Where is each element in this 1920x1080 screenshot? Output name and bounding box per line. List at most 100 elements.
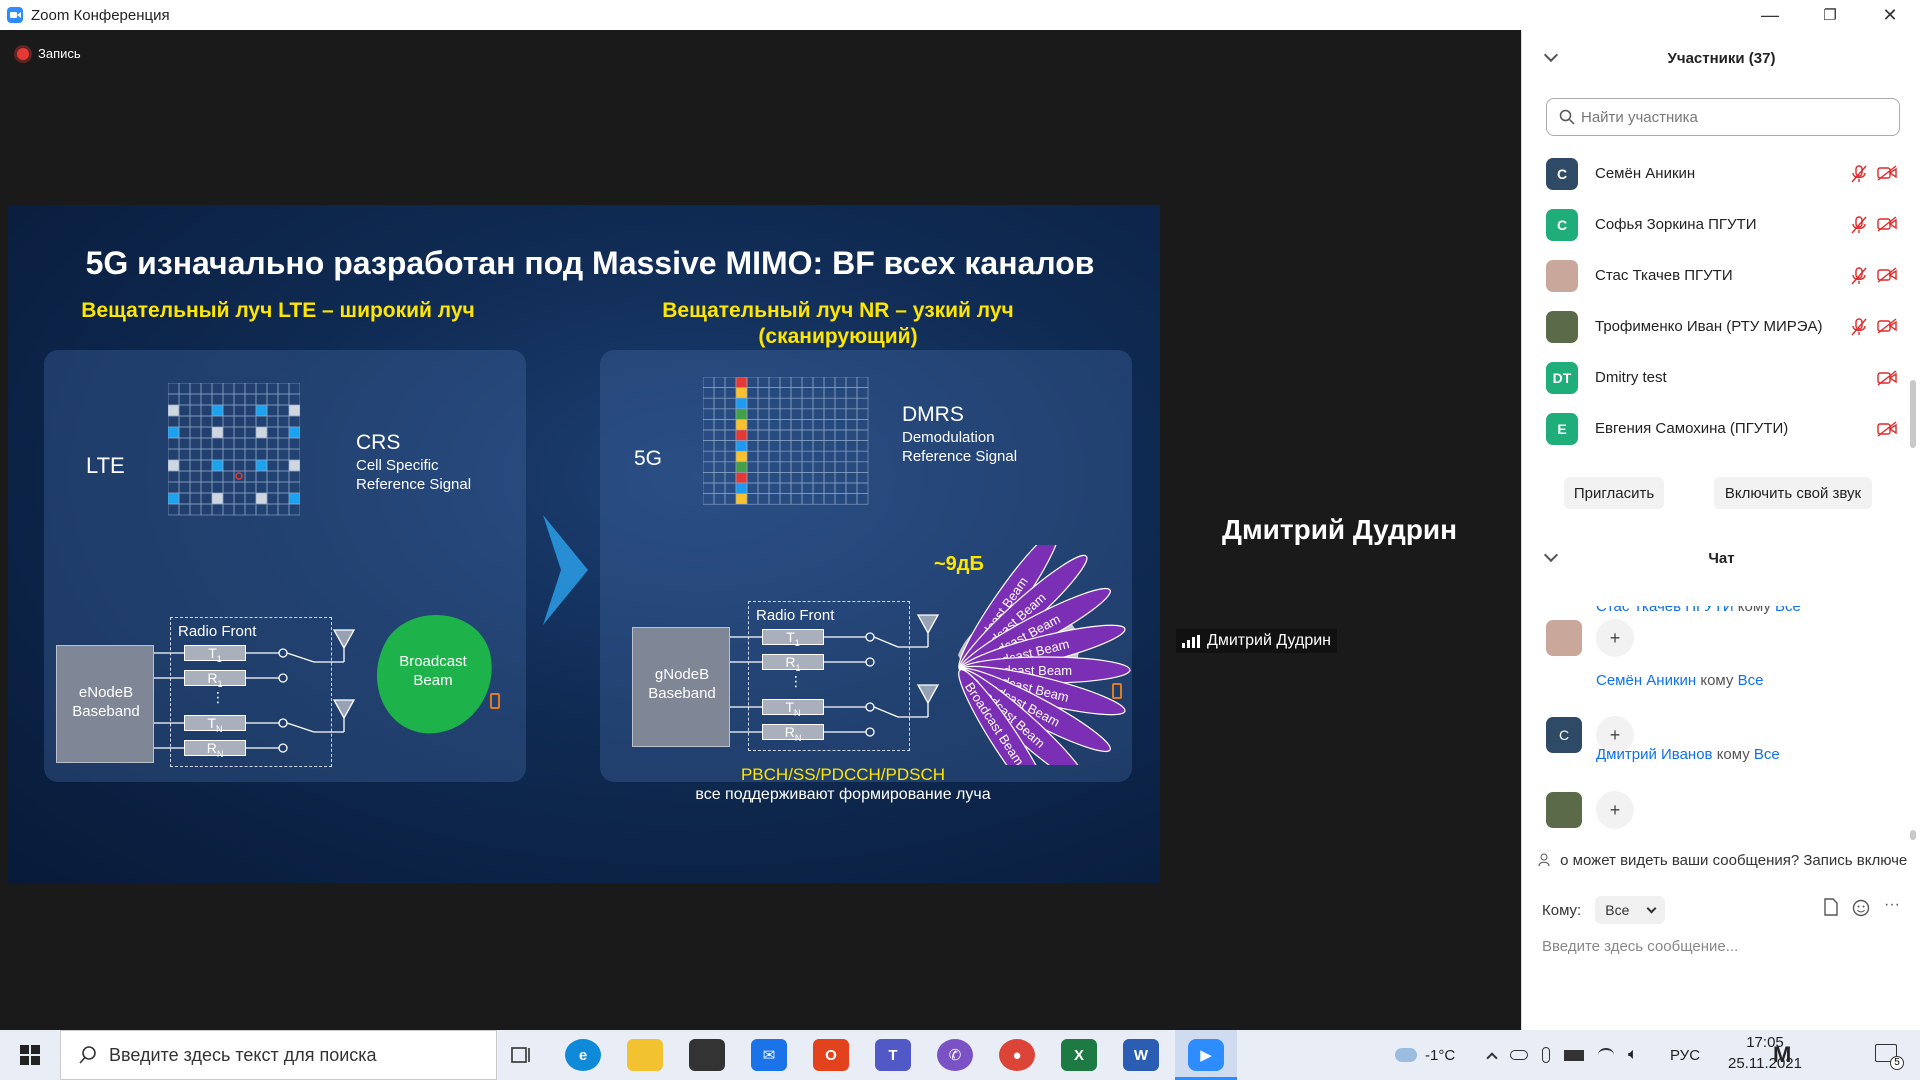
taskbar-search-input[interactable]: Введите здесь текст для поиска <box>60 1030 497 1080</box>
wifi-icon[interactable] <box>1598 1048 1614 1062</box>
nr-heading: Вещательный луч NR – узкий луч <box>662 299 1014 322</box>
viber-icon[interactable]: ✆ <box>937 1039 973 1071</box>
nr-r1: R1 <box>762 654 824 673</box>
volume-icon[interactable]: 🔈︎ <box>1628 1046 1638 1063</box>
participant-name: Dmitry test <box>1595 369 1667 386</box>
chrome-icon[interactable]: ● <box>999 1039 1035 1071</box>
5g-label: 5G <box>634 447 663 470</box>
participant-row[interactable]: Трофименко Иван (РТУ МИРЭА) <box>1522 301 1920 352</box>
window-title: Zoom Конференция <box>31 6 170 24</box>
chat-target[interactable]: Все <box>1775 606 1801 615</box>
nr-radio-front <box>748 601 910 751</box>
collapse-participants-chevron-icon[interactable] <box>1543 47 1559 63</box>
file-icon[interactable] <box>1824 898 1838 916</box>
zoom-taskbar-button[interactable]: ▶ <box>1175 1030 1237 1080</box>
broadcast-label-1: Broadcast <box>399 653 467 670</box>
person-icon <box>1538 853 1550 867</box>
onedrive-icon[interactable] <box>1510 1050 1528 1060</box>
teams-icon[interactable]: T <box>875 1039 911 1071</box>
slide-title: 5G изначально разработан под Massive MIM… <box>85 245 1095 281</box>
signal-bars-icon <box>1182 634 1200 648</box>
nr-wiring <box>730 614 940 737</box>
collapse-chat-chevron-icon[interactable] <box>1543 547 1559 563</box>
edge-browser-icon[interactable]: e <box>565 1039 601 1071</box>
lte-r1: R1 <box>184 670 246 689</box>
participant-row[interactable]: Стас Ткачев ПГУТИ <box>1522 250 1920 301</box>
add-reaction-button[interactable]: + <box>1596 619 1634 657</box>
mail-icon[interactable]: ✉ <box>751 1039 787 1071</box>
participants-header: Участники (37) <box>1522 30 1920 86</box>
lte-heading: Вещательный луч LTE – широкий луч <box>81 299 475 322</box>
system-tray-icons[interactable]: 🔈︎ <box>1486 1030 1638 1080</box>
gain-label: ~9дБ <box>934 553 984 575</box>
participant-search-input[interactable]: Найти участника <box>1546 98 1900 136</box>
weather-widget[interactable]: -1°C <box>1395 1030 1455 1080</box>
input-language[interactable]: РУС <box>1670 1046 1701 1064</box>
minimize-button[interactable]: — <box>1761 4 1779 25</box>
windows-start-icon[interactable] <box>20 1045 40 1065</box>
battery-icon[interactable] <box>1564 1049 1584 1061</box>
office-icon[interactable]: O <box>813 1039 849 1071</box>
chat-sender[interactable]: Стас Ткачев ПГУТИ <box>1596 606 1734 615</box>
add-reaction-button[interactable]: + <box>1596 716 1634 754</box>
avatar <box>1546 310 1578 343</box>
chevron-up-icon[interactable] <box>1486 1051 1498 1064</box>
lte-tn: TN <box>184 715 246 734</box>
dmrs-label: DMRS <box>902 403 964 426</box>
chat-header: Чат <box>1522 530 1920 586</box>
unmute-self-button[interactable]: Включить свой звук <box>1714 477 1872 509</box>
chat-to-word: кому <box>1700 672 1734 689</box>
crs-desc-1: Cell Specific <box>356 457 439 474</box>
nr-dots: ⋮ <box>789 673 803 689</box>
restore-button[interactable]: ❐ <box>1823 7 1837 24</box>
file-explorer-icon[interactable] <box>627 1039 663 1071</box>
extra-tray-icon[interactable]: M <box>1773 1042 1791 1067</box>
recipient-select[interactable]: Все <box>1595 896 1666 924</box>
chat-messages: Стас Ткачев ПГУТИ кому Все+Семён Аникин … <box>1522 606 1920 856</box>
word-icon[interactable]: W <box>1123 1039 1159 1071</box>
windows-taskbar: Введите здесь текст для поиска e ✉ O T ✆… <box>0 1030 1920 1080</box>
chat-sender[interactable]: Семён Аникин <box>1596 672 1697 689</box>
emoji-icon[interactable] <box>1852 899 1870 917</box>
chat-recipient-row: Кому: Все <box>1542 896 1666 924</box>
microphone-icon[interactable] <box>1542 1047 1550 1063</box>
clock[interactable]: 17:05 25.11.2021 <box>1728 1034 1802 1072</box>
store-icon[interactable] <box>689 1039 725 1071</box>
chat-message-header: Стас Ткачев ПГУТИ кому Все <box>1596 606 1801 615</box>
chat-scrollbar[interactable] <box>1910 830 1916 840</box>
crs-label: CRS <box>356 431 401 454</box>
chat-target[interactable]: Все <box>1753 746 1780 763</box>
gnodeb-block: gNodeB Baseband <box>632 627 730 747</box>
nr-tn: TN <box>762 699 824 718</box>
video-off-icon <box>1877 317 1897 334</box>
muted-mic-icon <box>1851 266 1867 284</box>
nr-rn: RN <box>762 724 824 743</box>
video-off-icon <box>1877 266 1897 283</box>
add-reaction-button[interactable]: + <box>1596 791 1634 829</box>
task-view-icon[interactable] <box>510 1044 532 1066</box>
close-button[interactable]: ✕ <box>1882 4 1898 25</box>
lte-resource-grid <box>168 383 300 516</box>
lte-rn: RN <box>184 740 246 759</box>
notifications-icon[interactable]: 5 <box>1875 1044 1904 1070</box>
chat-message-input[interactable]: Введите здесь сообщение... <box>1542 938 1739 955</box>
more-options-icon[interactable]: ··· <box>1884 896 1900 913</box>
chevron-down-icon <box>1646 903 1657 913</box>
notification-count-badge: 5 <box>1890 1056 1904 1070</box>
nr-phone-icon <box>1112 683 1122 699</box>
participants-scrollbar[interactable] <box>1910 380 1916 448</box>
excel-icon[interactable]: X <box>1061 1039 1097 1071</box>
participant-status-icons <box>1851 317 1897 336</box>
invite-button[interactable]: Пригласить <box>1564 477 1664 509</box>
chat-target[interactable]: Все <box>1737 672 1764 689</box>
chat-to-word: кому <box>1716 746 1750 763</box>
chat-message-header: Дмитрий Иванов кому Все <box>1596 746 1780 763</box>
chat-sender[interactable]: Дмитрий Иванов <box>1596 746 1713 763</box>
